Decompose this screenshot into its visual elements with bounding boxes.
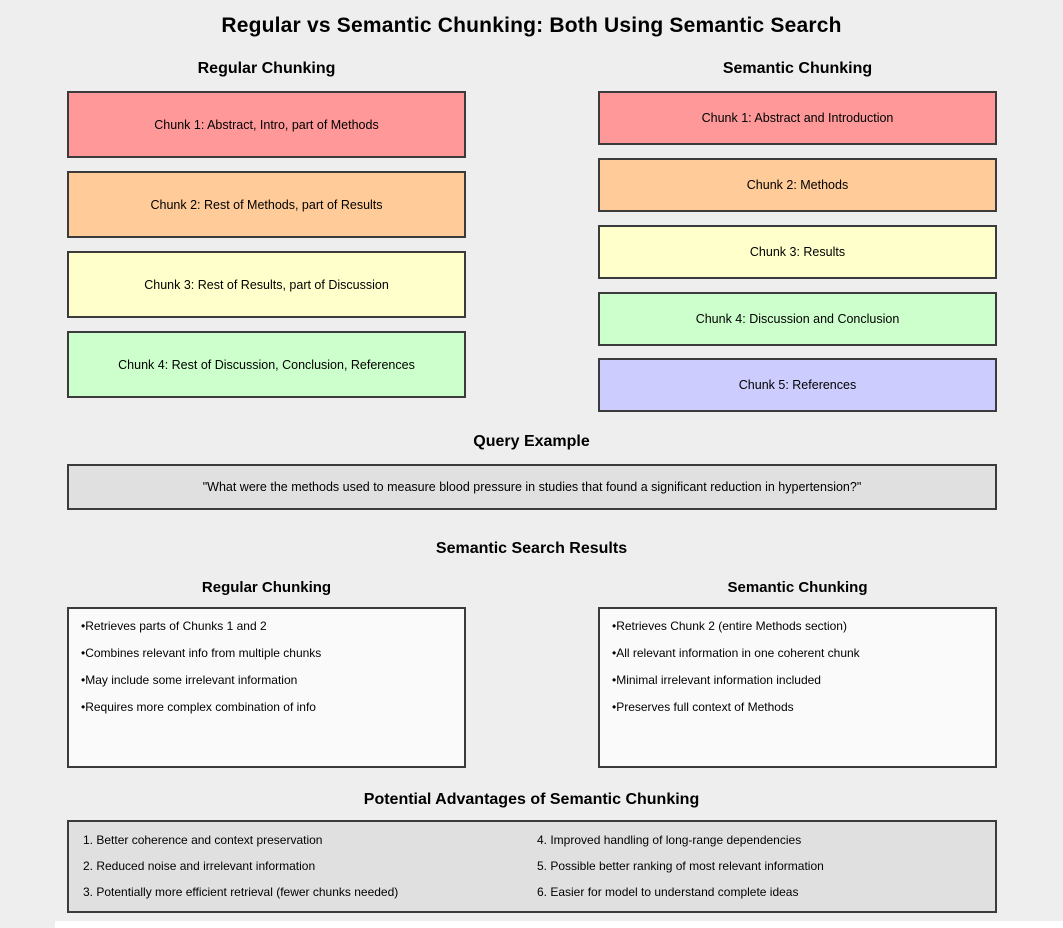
results-regular-item: Requires more complex combination of inf… bbox=[81, 694, 452, 721]
page-title: Regular vs Semantic Chunking: Both Using… bbox=[221, 14, 842, 37]
semantic-chunk-4-box: Chunk 4: Discussion and Conclusion bbox=[598, 292, 997, 346]
results-semantic-item: Retrieves Chunk 2 (entire Methods sectio… bbox=[612, 613, 983, 640]
semantic-chunk-1-box: Chunk 1: Abstract and Introduction bbox=[598, 91, 997, 145]
advantages-right-column: 4. Improved handling of long-range depen… bbox=[537, 827, 824, 905]
advantages-heading: Potential Advantages of Semantic Chunkin… bbox=[363, 791, 700, 808]
advantage-item: 3. Potentially more efficient retrieval … bbox=[83, 885, 399, 899]
advantage-item: 2. Reduced noise and irrelevant informat… bbox=[83, 859, 316, 873]
results-regular-panel: Retrieves parts of Chunks 1 and 2 Combin… bbox=[67, 607, 466, 768]
results-semantic-item: Minimal irrelevant information included bbox=[612, 667, 983, 694]
query-example-heading: Query Example bbox=[473, 433, 590, 450]
semantic-chunking-heading: Semantic Chunking bbox=[722, 60, 873, 77]
results-semantic-heading: Semantic Chunking bbox=[727, 579, 868, 596]
query-example-text: "What were the methods used to measure b… bbox=[202, 480, 862, 494]
advantages-left-column: 1. Better coherence and context preserva… bbox=[83, 827, 398, 905]
results-regular-item: Retrieves parts of Chunks 1 and 2 bbox=[81, 613, 452, 640]
regular-chunk-4-box: Chunk 4: Rest of Discussion, Conclusion,… bbox=[67, 331, 466, 398]
results-regular-heading: Regular Chunking bbox=[201, 579, 332, 596]
regular-chunk-1-box: Chunk 1: Abstract, Intro, part of Method… bbox=[67, 91, 466, 158]
regular-chunk-2-box: Chunk 2: Rest of Methods, part of Result… bbox=[67, 171, 466, 238]
results-regular-item: Combines relevant info from multiple chu… bbox=[81, 640, 452, 667]
results-semantic-item: All relevant information in one coherent… bbox=[612, 640, 983, 667]
semantic-chunk-2-box: Chunk 2: Methods bbox=[598, 158, 997, 212]
query-example-box: "What were the methods used to measure b… bbox=[67, 464, 997, 510]
advantages-panel: 1. Better coherence and context preserva… bbox=[67, 820, 997, 913]
page-bottom-edge bbox=[55, 921, 1063, 928]
advantage-item: 5. Possible better ranking of most relev… bbox=[537, 859, 824, 873]
search-results-heading: Semantic Search Results bbox=[435, 540, 628, 557]
advantage-item: 4. Improved handling of long-range depen… bbox=[537, 833, 802, 847]
semantic-chunk-3-box: Chunk 3: Results bbox=[598, 225, 997, 279]
results-semantic-item: Preserves full context of Methods bbox=[612, 694, 983, 721]
regular-chunk-3-box: Chunk 3: Rest of Results, part of Discus… bbox=[67, 251, 466, 318]
results-semantic-panel: Retrieves Chunk 2 (entire Methods sectio… bbox=[598, 607, 997, 768]
regular-chunking-heading: Regular Chunking bbox=[197, 60, 336, 77]
advantage-item: 6. Easier for model to understand comple… bbox=[537, 885, 799, 899]
semantic-chunk-5-box: Chunk 5: References bbox=[598, 358, 997, 412]
advantage-item: 1. Better coherence and context preserva… bbox=[83, 833, 323, 847]
results-regular-item: May include some irrelevant information bbox=[81, 667, 452, 694]
